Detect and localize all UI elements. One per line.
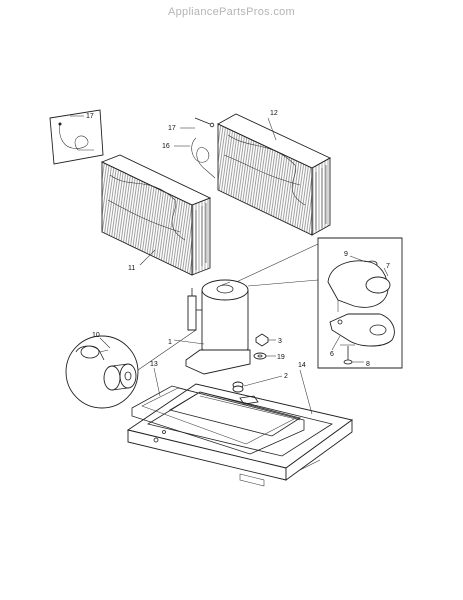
callout-14: 14 xyxy=(298,362,306,369)
callout-8: 8 xyxy=(366,361,370,368)
callout-3: 3 xyxy=(278,338,282,345)
part-10-inset xyxy=(65,335,139,409)
callout-9: 9 xyxy=(344,251,348,258)
coil-12 xyxy=(217,113,331,236)
sensor-assembly xyxy=(174,117,216,179)
callout-19: 19 xyxy=(277,354,285,361)
part-6-9-inset xyxy=(317,237,403,369)
callout-1: 1 xyxy=(168,339,172,346)
coil-11 xyxy=(100,154,212,276)
compressor xyxy=(185,279,251,375)
callout-10: 10 xyxy=(92,332,100,339)
callout-6: 6 xyxy=(330,351,334,358)
drain-tray xyxy=(131,385,305,455)
callout-16: 16 xyxy=(162,143,170,150)
callout-11: 11 xyxy=(128,265,135,272)
grommet xyxy=(232,381,244,393)
callout-12: 12 xyxy=(270,110,278,117)
callout-13: 13 xyxy=(150,361,158,368)
part-17-inset xyxy=(49,109,104,165)
base-pan xyxy=(126,383,354,487)
callout-2: 2 xyxy=(284,373,288,380)
callout-17-inset: 17 xyxy=(86,113,94,120)
callout-17: 17 xyxy=(168,125,176,132)
watermark-text: AppliancePartsPros.com xyxy=(167,6,296,18)
callout-7: 7 xyxy=(386,263,390,270)
nut-and-washer xyxy=(253,333,269,360)
